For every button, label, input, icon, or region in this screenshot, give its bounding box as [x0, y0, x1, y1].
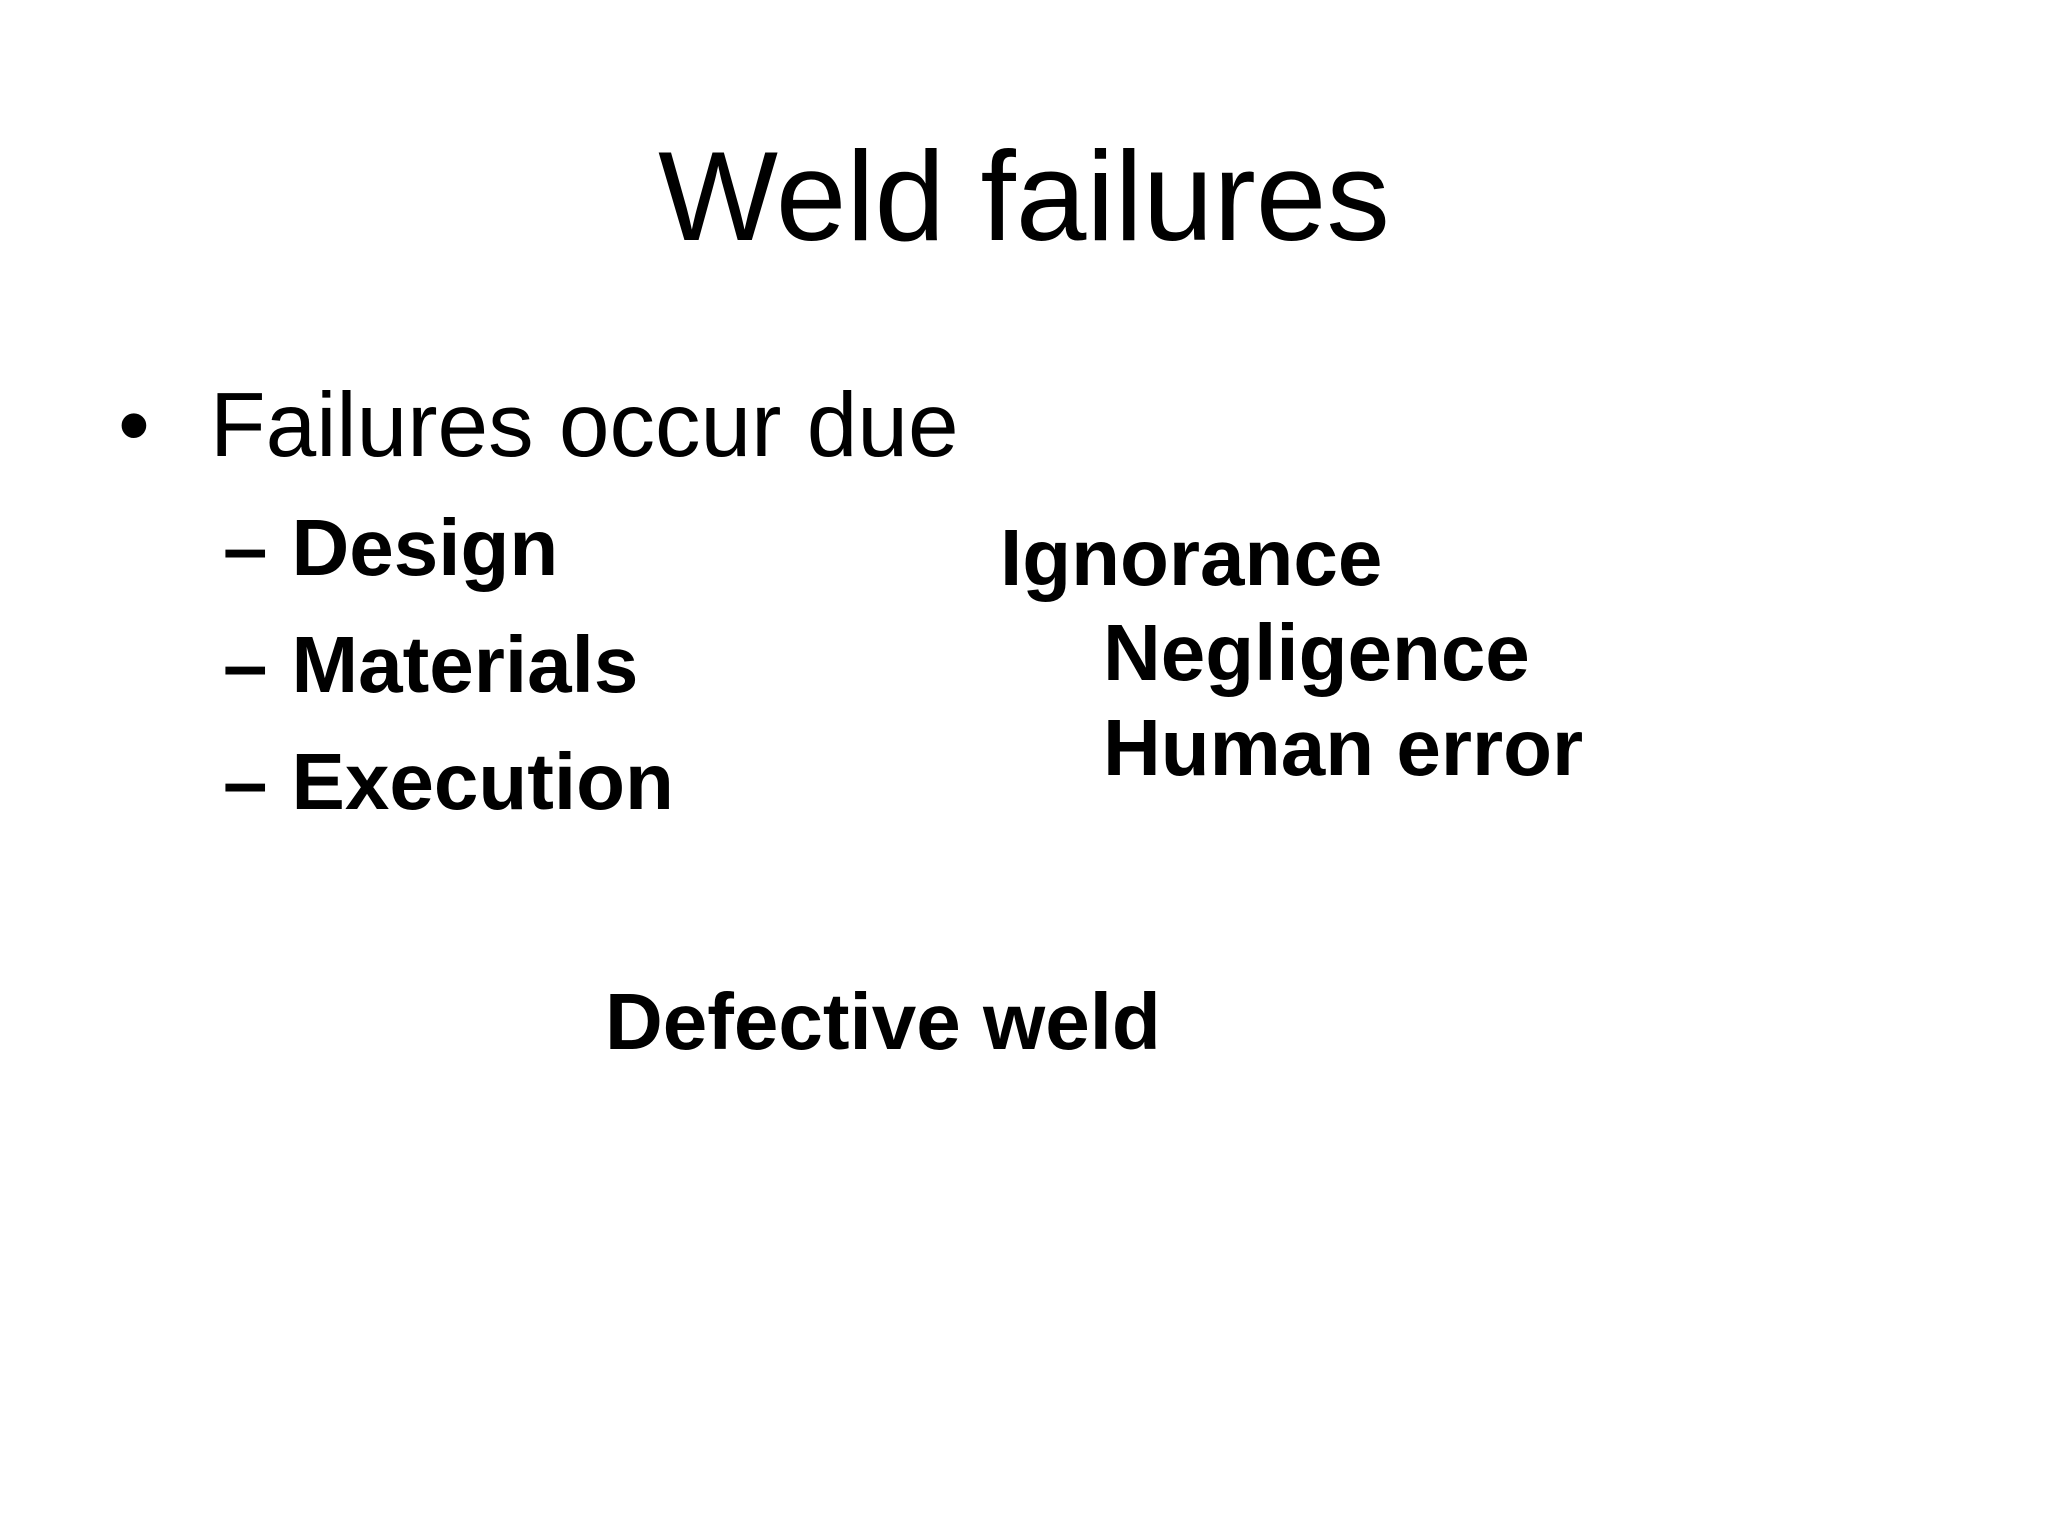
bullet-dot-marker: •	[118, 375, 150, 476]
bullet-item-failures-occur-due: • Failures occur due	[118, 371, 959, 480]
sub-bullet-label: Design	[291, 503, 559, 592]
sub-bullet-label: Execution	[291, 737, 674, 826]
slide-title: Weld failures	[658, 125, 1390, 267]
sub-bullet-label: Materials	[291, 620, 639, 709]
factor-ignorance: Ignorance	[1000, 513, 1383, 602]
factor-human-error: Human error	[1103, 703, 1584, 792]
sub-bullet-execution: –Execution	[223, 723, 674, 840]
defective-weld-label: Defective weld	[605, 977, 1161, 1066]
sub-bullet-materials: –Materials	[223, 606, 674, 723]
dash-marker: –	[223, 737, 268, 826]
dash-marker: –	[223, 620, 268, 709]
factor-negligence: Negligence	[1103, 608, 1530, 697]
dash-marker: –	[223, 503, 268, 592]
human-factors-list: Ignorance Negligence Human error	[1000, 510, 1583, 795]
sub-bullet-design: –Design	[223, 489, 674, 606]
bullet-text: Failures occur due	[210, 375, 959, 476]
cause-list: –Design –Materials –Execution	[223, 489, 674, 840]
